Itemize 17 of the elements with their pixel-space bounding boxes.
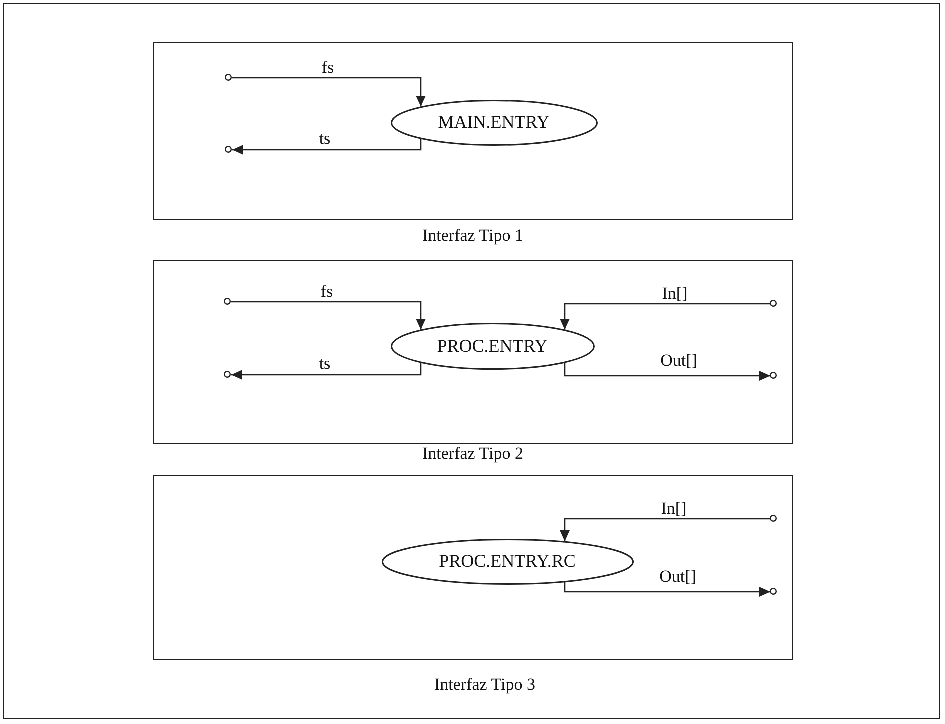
interface-panel [153,260,793,444]
signal-arrow [560,518,770,542]
entry-name: PROC.ENTRY.RC [439,551,576,572]
interface-panel [153,42,793,220]
entry-name: MAIN.ENTRY [438,112,550,133]
interface-panel [153,475,793,660]
signal-arrow [232,77,426,107]
panel-caption: Interfaz Tipo 2 [422,444,524,464]
entry-name: PROC.ENTRY [437,336,548,356]
signal-arrow [560,303,770,330]
signal-arrow [232,139,422,155]
signal-arrow [564,582,770,597]
panel-caption: Interfaz Tipo 1 [422,226,524,246]
signal-arrow [564,363,770,381]
signal-arrow [232,363,422,380]
signal-arrow [232,301,426,330]
panel-caption: Interfaz Tipo 3 [434,675,536,695]
